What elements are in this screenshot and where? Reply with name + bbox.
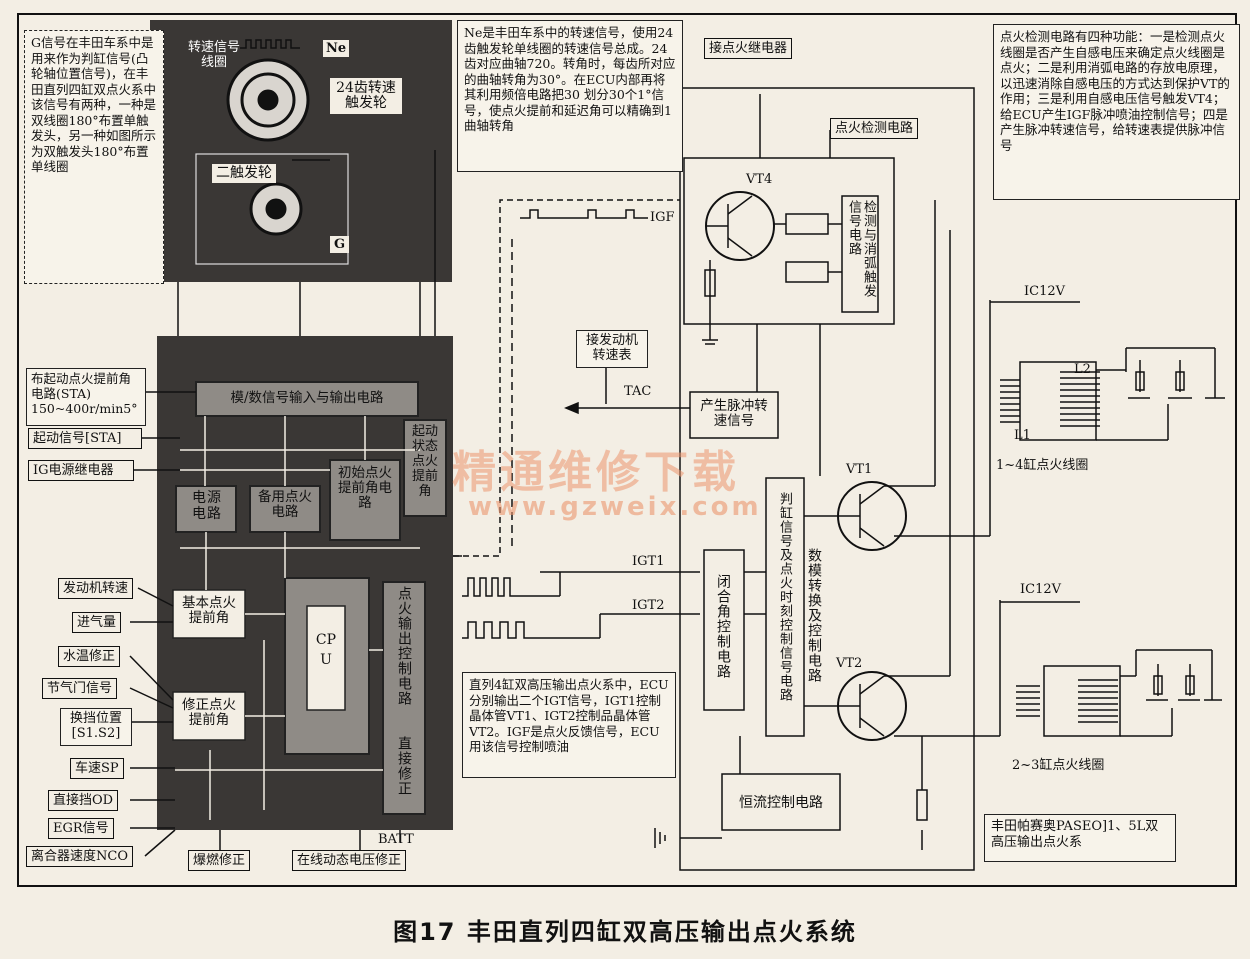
coolant-box: 水温修正: [58, 646, 121, 667]
gear-box: 换挡位置[S1.S2]: [60, 708, 132, 746]
clutch-box: 离合器速度NCO: [26, 846, 133, 867]
sta-circuit-box: 布起动点火提前角电路(STA) 150~400r/min5°: [26, 368, 146, 426]
knock-box: 爆燃修正: [188, 850, 251, 871]
model-text: 丰田帕赛奥PASEO]1、5L双高压输出点火系: [991, 819, 1159, 850]
tac-label: TAC: [624, 384, 652, 399]
tach-label: 接发动机转速表: [585, 333, 638, 363]
power-label: 电源电路: [192, 490, 222, 522]
cpu-label: CPU: [315, 632, 337, 668]
vt2-label: VT2: [836, 656, 863, 671]
correct-label: 修正点火提前角: [182, 697, 236, 728]
coil23-label: 2~3缸点火线圈: [1012, 758, 1105, 773]
wheel2-label: 二触发轮: [212, 164, 276, 183]
wheel24-label: 24齿转速触发轮: [330, 78, 402, 114]
batt-label: BATT: [378, 832, 414, 847]
ig-relay-box: IG电源继电器: [28, 460, 134, 481]
sta-signal-box: 起动信号[STA]: [28, 428, 142, 449]
ignition-detect-text: 点火检测电路有四种功能：一是检测点火线圈是否产生自感电压来确定点火线圈是点火；二…: [1000, 29, 1230, 153]
gear-label: 换挡位置[S1.S2]: [69, 711, 122, 741]
initial-label: 初始点火提前角电路: [338, 465, 392, 511]
igt-text: 直列4缸双高压输出点火系中，ECU分别输出二个IGT信号，IGT1控制晶体管VT…: [469, 677, 669, 754]
od-box: 直接挡OD: [48, 790, 119, 811]
vt1-label: VT1: [846, 462, 873, 477]
g-label: G: [330, 236, 350, 253]
figure-caption: 图17 丰田直列四缸双高压输出点火系统: [393, 918, 857, 946]
model-note: 丰田帕赛奥PASEO]1、5L双高压输出点火系: [984, 814, 1176, 862]
l1-label: L1: [1014, 428, 1031, 443]
adio-label: 模/数信号输入与输出电路: [230, 390, 384, 406]
engine-speed-box: 发动机转速: [58, 578, 134, 599]
const-current-label: 恒流控制电路: [739, 795, 823, 811]
igt1-label: IGT1: [632, 554, 665, 569]
voltage-box: 在线动态电压修正: [292, 850, 407, 871]
watermark-url: www.gzweix.com: [468, 492, 762, 522]
dwell-label: 闭合角控制电路: [715, 574, 731, 679]
ignition-detect-note: 点火检测电路有四种功能：一是检测点火线圈是否产生自感电压来确定点火线圈是点火；二…: [993, 24, 1240, 200]
direct-label: 直接修正: [396, 736, 412, 796]
coil14-label: 1~4缸点火线圈: [996, 458, 1089, 473]
g-signal-note: G信号在丰田车系中是用来作为判缸信号(凸轮轴位置信号)，在丰田直列四缸双点火系中…: [24, 30, 164, 284]
g-signal-text: G信号在丰田车系中是用来作为判缸信号(凸轮轴位置信号)，在丰田直列四缸双点火系中…: [31, 35, 157, 174]
detect-circuit-label: 检测与消弧触发信号电路: [846, 200, 876, 298]
da-ctrl-label: 数模转换及控制电路: [806, 548, 822, 683]
ne-signal-note: Ne是丰田车系中的转速信号，使用24齿触发轮单线圈的转速信号总成。24齿对应曲轴…: [457, 20, 683, 172]
tach-box: 接发动机转速表: [576, 330, 648, 368]
l2-label: L2: [1074, 362, 1091, 377]
cyl-signal-label: 判缸信号及点火时刻控制信号电路: [777, 492, 792, 702]
output-ctrl-label: 点火输出控制电路: [396, 586, 412, 706]
sensor-panel: [150, 20, 452, 282]
intake-box: 进气量: [72, 612, 122, 633]
gear-24-tooth: [226, 58, 310, 142]
throttle-box: 节气门信号: [42, 678, 118, 699]
backup-label: 备用点火电路: [258, 489, 312, 520]
gear-2-trigger: [249, 182, 303, 236]
igf-label: IGF: [650, 210, 675, 225]
watermark-cn: 精通维修下载: [452, 447, 740, 498]
ic12v-a-label: IC12V: [1024, 284, 1066, 299]
ig-relay-conn-box: 接点火继电器: [704, 38, 793, 59]
sta-circuit-label: 布起动点火提前角电路(STA): [31, 371, 132, 401]
pulse-label: 产生脉冲转速信号: [700, 398, 768, 429]
igt2-label: IGT2: [632, 598, 665, 613]
detect-label-box: 点火检测电路: [830, 118, 919, 139]
igt-note: 直列4缸双高压输出点火系中，ECU分别输出二个IGT信号，IGT1控制晶体管VT…: [462, 672, 676, 778]
basic-label: 基本点火提前角: [182, 595, 236, 626]
coil-label: 转速信号线圈: [187, 40, 240, 70]
speed-box: 车速SP: [70, 758, 124, 779]
ne-signal-text: Ne是丰田车系中的转速信号，使用24齿触发轮单线圈的转速信号总成。24齿对应曲轴…: [464, 25, 676, 133]
egr-box: EGR信号: [48, 818, 114, 839]
ne-label: Ne: [323, 40, 350, 57]
vt4-label: VT4: [746, 172, 773, 187]
sta-range-label: 150~400r/min5°: [31, 401, 138, 416]
dynamic-label: 起动状态点火提前角: [411, 424, 438, 499]
ic12v-b-label: IC12V: [1020, 582, 1062, 597]
